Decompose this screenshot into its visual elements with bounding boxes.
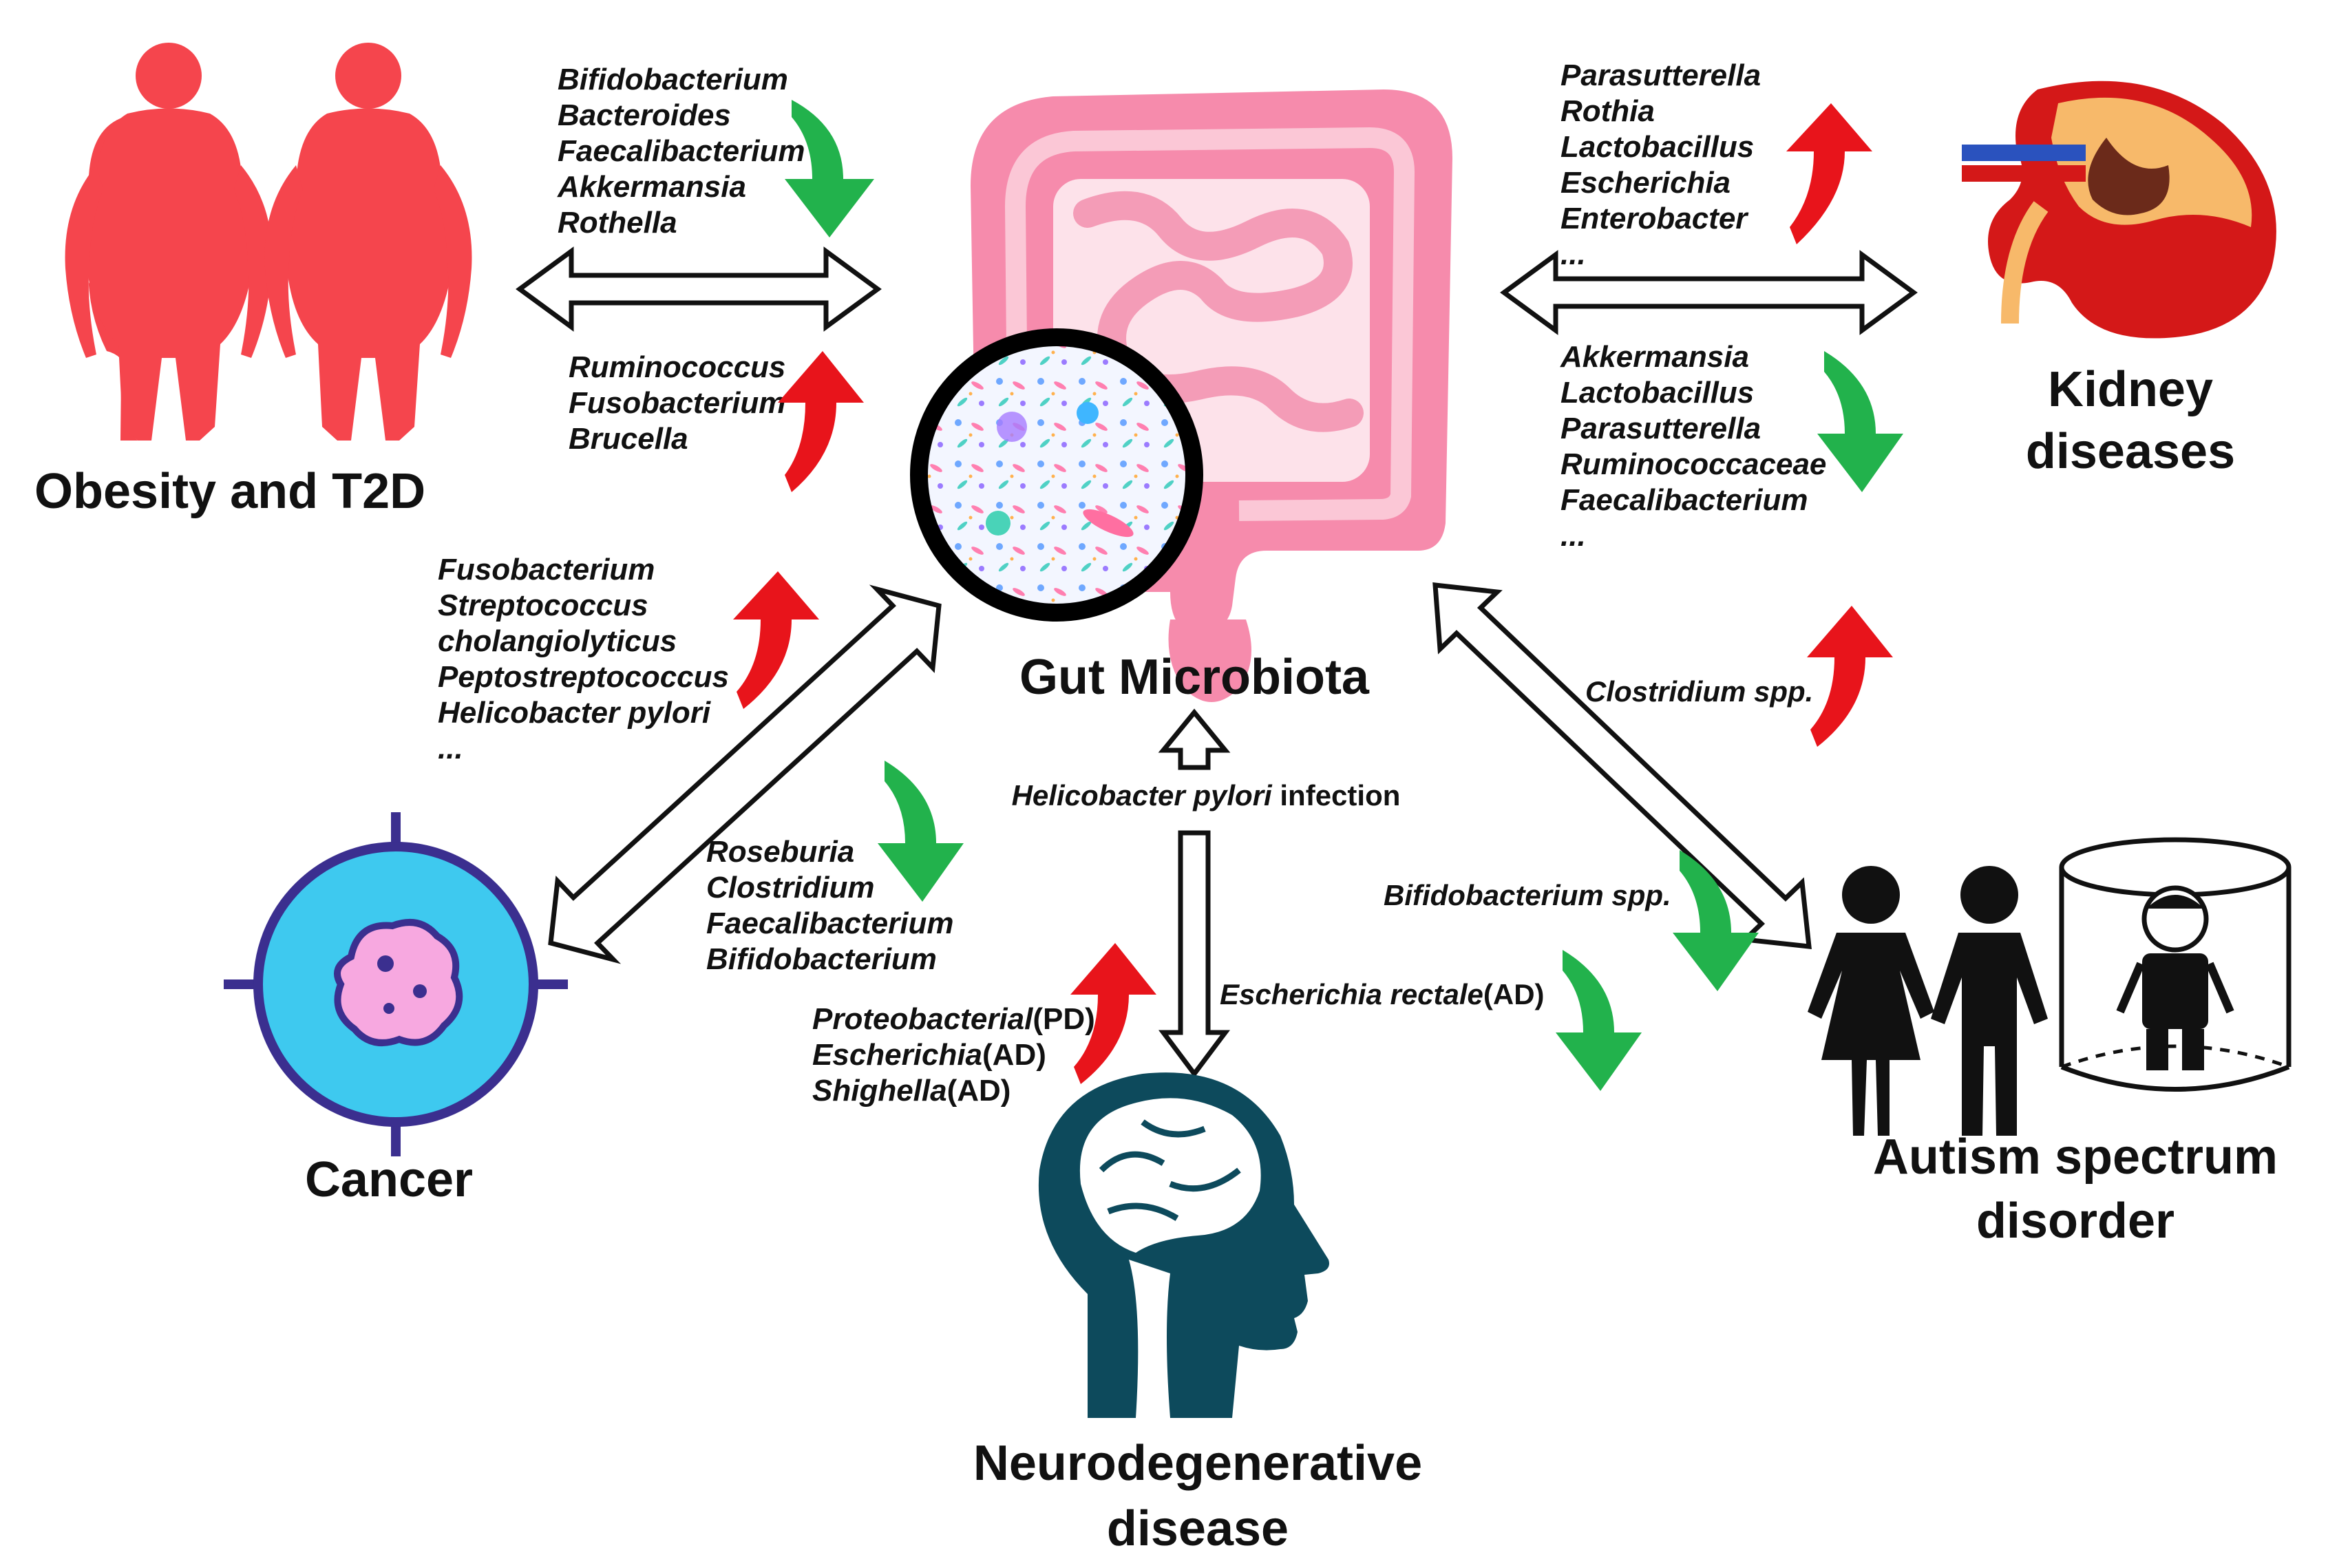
kidney-increased-item: Escherichia bbox=[1560, 166, 1731, 200]
autism-bug-name: Escherichia rectale bbox=[1220, 978, 1483, 1010]
increase-arrow-icon bbox=[1807, 606, 1893, 747]
increase-arrow-icon bbox=[1786, 103, 1872, 244]
decrease-arrow-icon bbox=[785, 100, 874, 237]
cancer-increased-item: Peptostreptococcus bbox=[438, 660, 729, 694]
helicobacter-name: Helicobacter pylori bbox=[1012, 779, 1273, 812]
cancer-decreased-item: Roseburia bbox=[706, 835, 854, 869]
neuro-link-arrow-top bbox=[1158, 708, 1231, 770]
cancer-increased-item: cholangiolyticus bbox=[438, 624, 677, 658]
gut-microbiota-title: Gut Microbiota bbox=[1019, 650, 1370, 705]
autism-title-line2: disorder bbox=[1976, 1194, 2174, 1249]
obesity-increased-list: Ruminococcus Fusobacterium Brucella bbox=[569, 350, 785, 456]
kidney-increased-item: Enterobacter bbox=[1560, 202, 1749, 235]
decrease-arrow-icon bbox=[1556, 950, 1642, 1091]
kidney-title-line1: Kidney bbox=[2048, 362, 2213, 417]
increase-arrow-icon bbox=[733, 571, 819, 709]
cancer-title: Cancer bbox=[305, 1152, 473, 1207]
obesity-increased-item: Ruminococcus bbox=[569, 350, 785, 384]
body-silhouette-icon bbox=[65, 43, 472, 441]
neuro-bug-tag: (AD) bbox=[947, 1074, 1011, 1108]
kidney-decreased-item: Lactobacillus bbox=[1560, 376, 1754, 410]
head-brain-icon bbox=[1038, 1072, 1329, 1418]
increase-arrow-icon bbox=[1070, 943, 1156, 1084]
obesity-link-arrow bbox=[516, 246, 882, 332]
autism-bug-tag: (AD) bbox=[1483, 978, 1545, 1010]
kidney-decreased-item: Faecalibacterium bbox=[1560, 483, 1808, 517]
cancer-link-arrow bbox=[548, 584, 942, 964]
neuro-bug-tag: (PD) bbox=[1033, 1002, 1094, 1036]
obesity-title: Obesity and T2D bbox=[34, 464, 425, 519]
target-cancer-icon bbox=[224, 812, 568, 1156]
helicobacter-infection-label: Helicobacter pylori infection bbox=[1012, 779, 1401, 812]
obesity-decreased-item: Bifidobacterium bbox=[558, 63, 788, 96]
kidney-link-arrow bbox=[1500, 250, 1918, 335]
kidney-decreased-item: ... bbox=[1560, 519, 1586, 553]
microbe-lens-icon bbox=[910, 328, 1203, 622]
obesity-decreased-list: Bifidobacterium Bacteroides Faecalibacte… bbox=[557, 63, 805, 240]
neuro-bug-name: Proteobacterial bbox=[812, 1002, 1033, 1036]
autism-decreased-a: Bifidobacterium spp. bbox=[1384, 879, 1671, 911]
kidney-increased-item: Rothia bbox=[1560, 94, 1655, 128]
autism-increased-list: Clostridium spp. bbox=[1585, 675, 1813, 708]
neuro-increased-item: Escherichia(AD) bbox=[812, 1038, 1046, 1072]
neuro-title-line1: Neurodegenerative bbox=[973, 1436, 1422, 1491]
kidney-increased-list: Parasutterella Rothia Lactobacillus Esch… bbox=[1560, 59, 1761, 271]
cancer-increased-list: Fusobacterium Streptococcus cholangiolyt… bbox=[438, 553, 729, 765]
neuro-increased-list: Proteobacterial(PD) Escherichia(AD) Shig… bbox=[812, 1002, 1095, 1108]
neuro-link-arrow-bottom bbox=[1158, 830, 1230, 1078]
neuro-bug-tag: (AD) bbox=[982, 1038, 1046, 1072]
neuro-bug-name: Shighella bbox=[812, 1074, 947, 1108]
decrease-arrow-icon bbox=[1817, 351, 1903, 492]
cancer-decreased-item: Clostridium bbox=[706, 871, 874, 904]
infection-suffix: infection bbox=[1272, 779, 1401, 812]
obesity-decreased-item: Faecalibacterium bbox=[558, 134, 805, 168]
obesity-increased-item: Brucella bbox=[569, 422, 688, 456]
cancer-decreased-item: Bifidobacterium bbox=[706, 942, 937, 976]
decrease-arrow-icon bbox=[1673, 850, 1759, 991]
cancer-increased-item: ... bbox=[438, 732, 463, 765]
neuro-bug-name: Escherichia bbox=[812, 1038, 982, 1072]
autism-decreased-b: Escherichia rectale(AD) bbox=[1220, 978, 1545, 1010]
obesity-decreased-item: Rothella bbox=[558, 206, 677, 240]
cancer-increased-item: Helicobacter pylori bbox=[438, 696, 711, 730]
kidney-decreased-item: Akkermansia bbox=[1560, 340, 1749, 374]
kidney-decreased-item: Parasutterella bbox=[1560, 412, 1761, 445]
neuro-title-line2: disease bbox=[1107, 1501, 1289, 1556]
obesity-increased-item: Fusobacterium bbox=[569, 386, 785, 420]
cancer-increased-item: Streptococcus bbox=[438, 589, 648, 622]
kidney-decreased-item: Ruminococcaceae bbox=[1560, 447, 1826, 481]
neuro-increased-item: Shighella(AD) bbox=[812, 1074, 1010, 1108]
neuro-increased-item: Proteobacterial(PD) bbox=[812, 1002, 1095, 1036]
children-icon bbox=[1808, 837, 2292, 1136]
kidney-increased-item: ... bbox=[1560, 237, 1586, 271]
autism-link-arrow bbox=[1432, 582, 1812, 949]
kidney-increased-item: Lactobacillus bbox=[1560, 130, 1754, 164]
cancer-decreased-list: Roseburia Clostridium Faecalibacterium B… bbox=[706, 835, 954, 976]
kidney-decreased-list: Akkermansia Lactobacillus Parasutterella… bbox=[1560, 340, 1826, 553]
kidney-icon bbox=[1962, 81, 2276, 339]
cancer-decreased-item: Faecalibacterium bbox=[706, 907, 954, 940]
increase-arrow-icon bbox=[778, 351, 864, 492]
obesity-decreased-item: Bacteroides bbox=[558, 98, 731, 132]
obesity-decreased-item: Akkermansia bbox=[557, 170, 746, 204]
decrease-arrow-icon bbox=[878, 761, 964, 902]
kidney-increased-item: Parasutterella bbox=[1560, 59, 1761, 92]
kidney-title-line2: diseases bbox=[2026, 424, 2235, 479]
autism-increased-item: Clostridium spp. bbox=[1585, 675, 1813, 708]
cancer-increased-item: Fusobacterium bbox=[438, 553, 655, 586]
autism-title-line1: Autism spectrum bbox=[1873, 1130, 2278, 1185]
